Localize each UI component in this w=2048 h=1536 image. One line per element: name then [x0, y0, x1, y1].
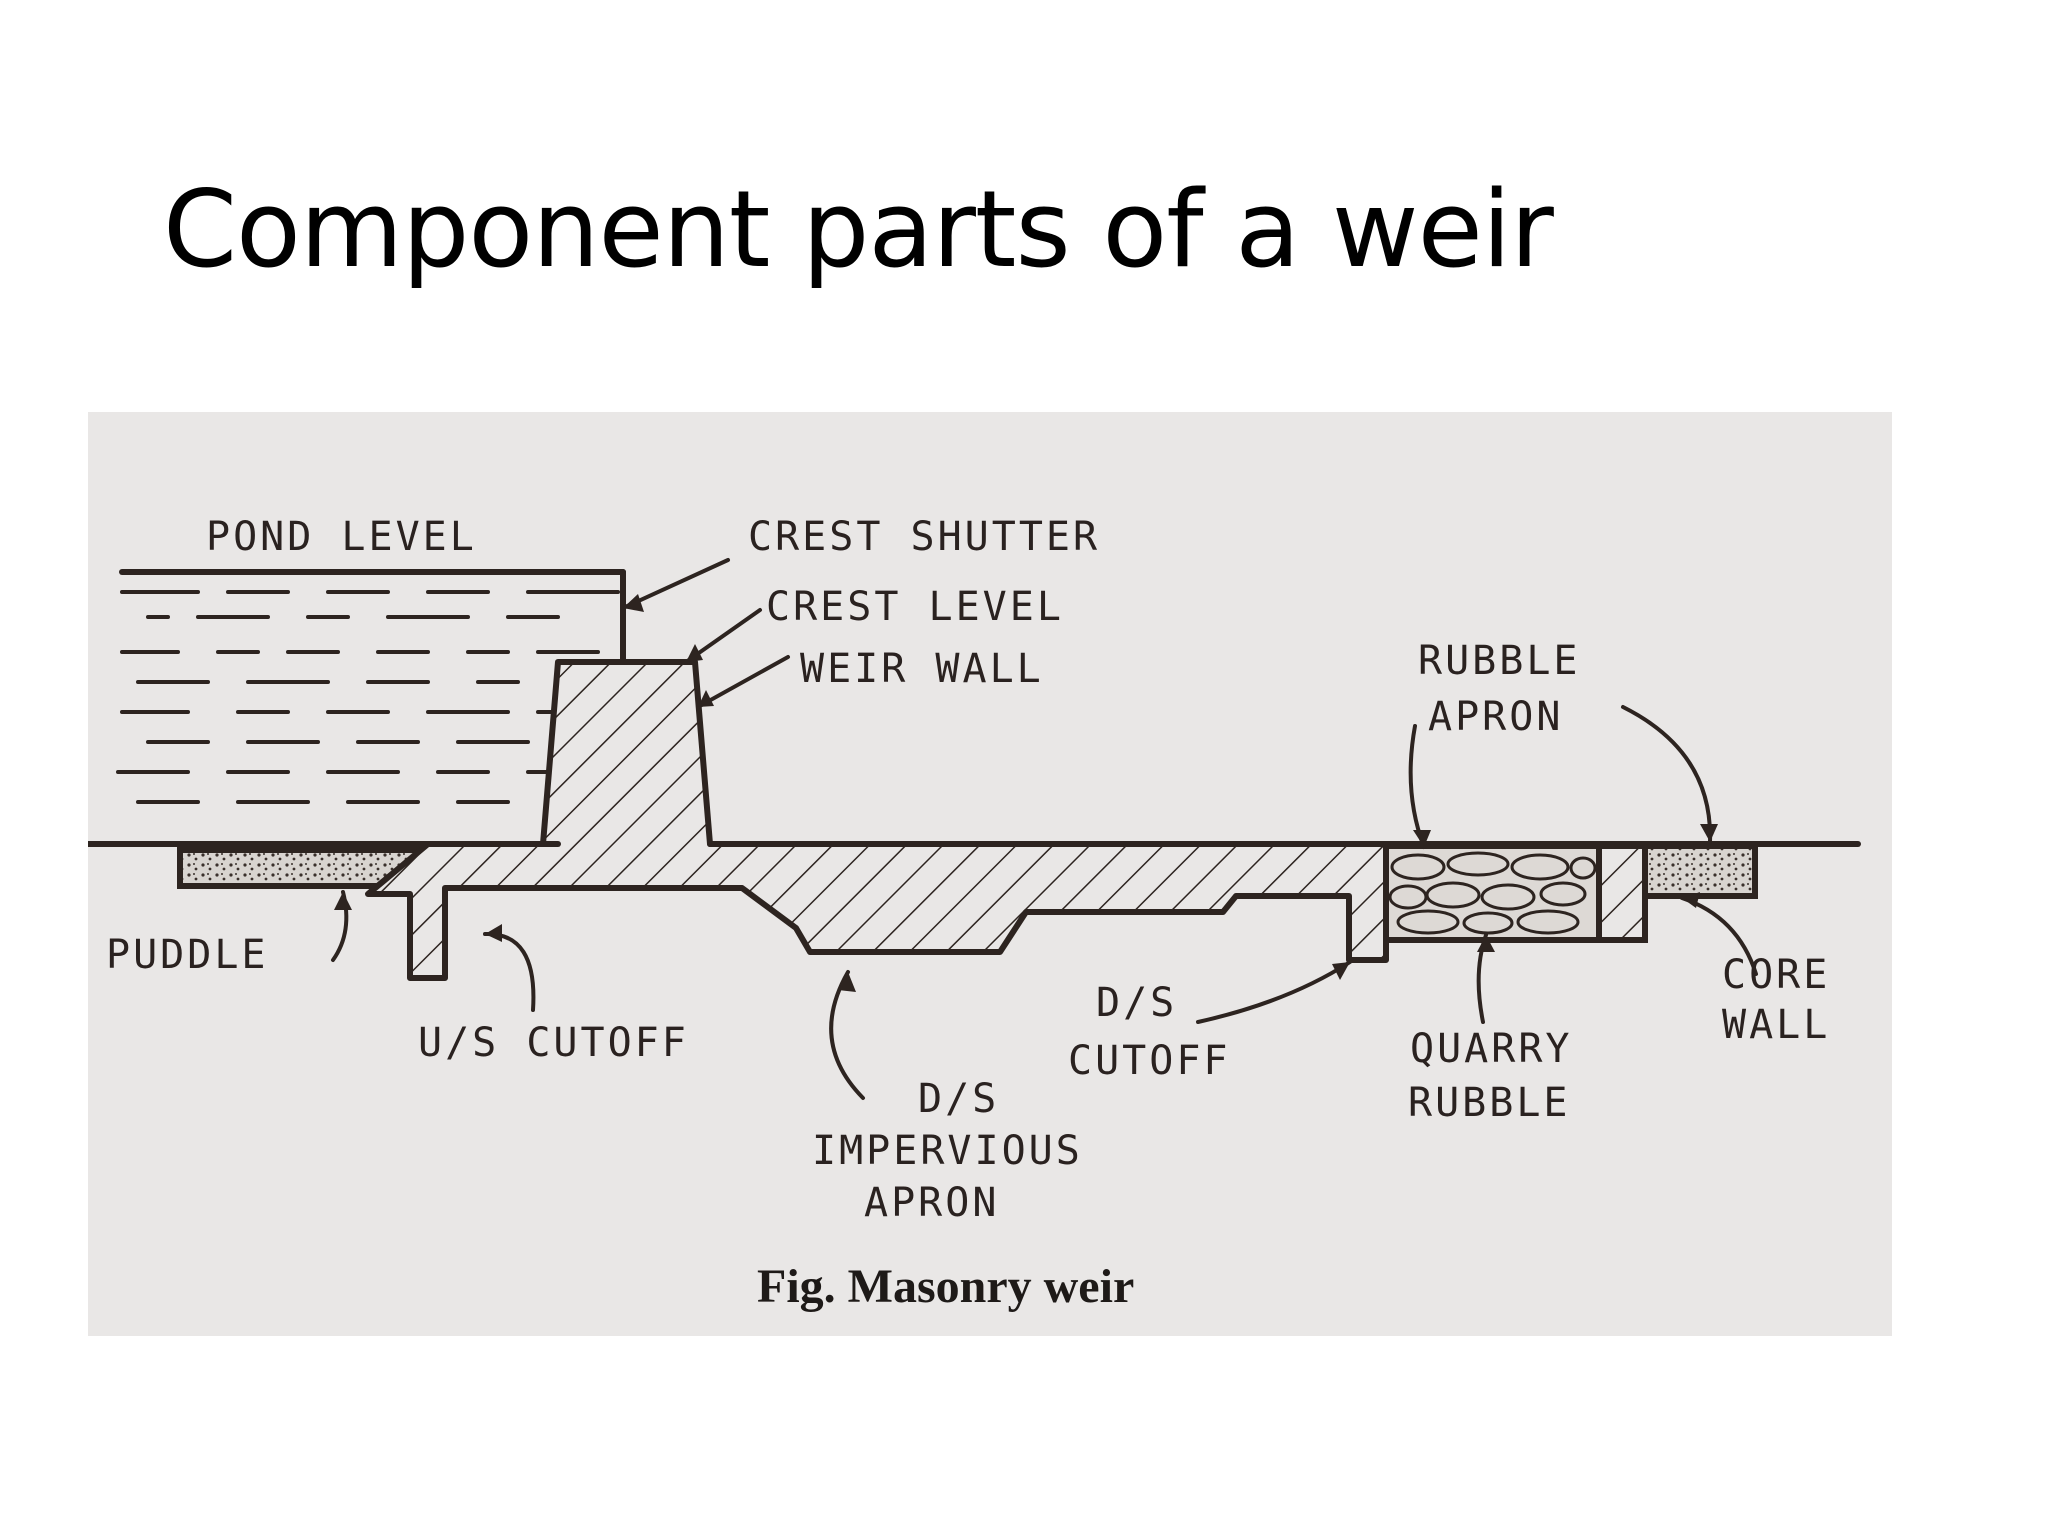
label-crest-level: CREST LEVEL	[766, 584, 1064, 630]
label-core-wall-line1: CORE	[1722, 952, 1830, 998]
label-crest-shutter: CREST SHUTTER	[748, 514, 1100, 560]
slide-title: Component parts of a weir	[163, 168, 1554, 291]
label-ds-apron-line2: IMPERVIOUS	[812, 1128, 1083, 1174]
label-ds-apron-line1: D/S	[918, 1076, 999, 1122]
label-ds-apron-line3: APRON	[864, 1180, 999, 1226]
label-weir-wall: WEIR WALL	[800, 646, 1044, 692]
arrow-heads	[334, 594, 1718, 992]
end-puddle	[1642, 843, 1758, 899]
label-us-cutoff: U/S CUTOFF	[418, 1020, 689, 1066]
label-ds-cutoff-line1: D/S	[1096, 980, 1177, 1026]
label-puddle: PUDDLE	[106, 932, 269, 978]
rubble-apron	[1383, 843, 1602, 943]
label-rubble-apron-line1: RUBBLE	[1418, 638, 1581, 684]
label-ds-cutoff-line2: CUTOFF	[1068, 1038, 1231, 1084]
label-rubble-apron-line2: APRON	[1428, 694, 1563, 740]
core-wall	[1596, 843, 1648, 943]
label-quarry-rubble-line1: QUARRY	[1410, 1026, 1573, 1072]
label-quarry-rubble-line2: RUBBLE	[1408, 1080, 1571, 1126]
weir-body	[365, 659, 1389, 981]
weir-diagram: POND LEVEL CREST SHUTTER CREST LEVEL WEI…	[88, 514, 1861, 1313]
label-core-wall-line2: WALL	[1722, 1002, 1830, 1048]
label-pond-level: POND LEVEL	[206, 514, 477, 560]
masonry-weir-figure: POND LEVEL CREST SHUTTER CREST LEVEL WEI…	[88, 412, 1892, 1336]
figure-caption: Fig. Masonry weir	[757, 1260, 1134, 1313]
pond-water	[116, 569, 626, 804]
